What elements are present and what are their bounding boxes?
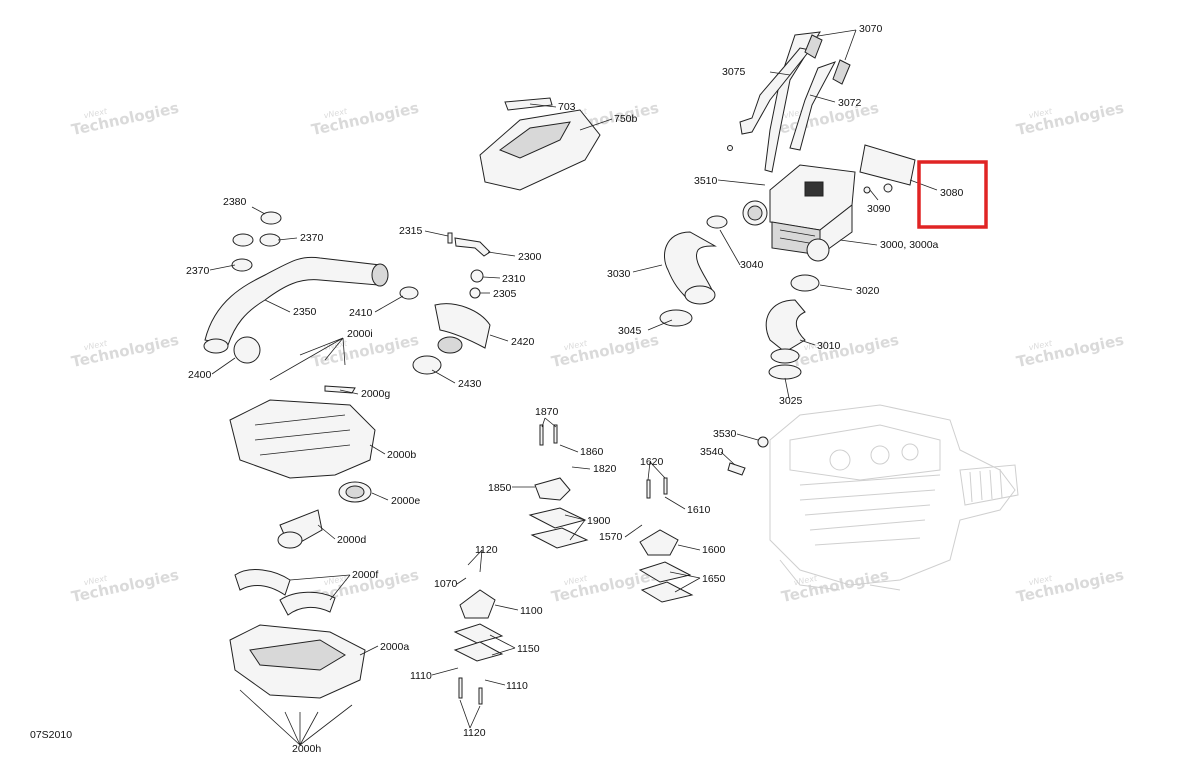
label-3540[interactable]: 3540: [700, 446, 724, 458]
label-1820[interactable]: 1820: [593, 463, 617, 475]
diagram-code: 07S2010: [30, 729, 72, 741]
label-2000g[interactable]: 2000g: [361, 388, 390, 400]
label-3020[interactable]: 3020: [856, 285, 880, 297]
label-703[interactable]: 703: [558, 101, 576, 113]
intake-duct-left: [203, 211, 389, 364]
label-2310[interactable]: 2310: [502, 273, 526, 285]
label-2000i[interactable]: 2000i: [347, 328, 373, 340]
label-1110-left[interactable]: 1110: [410, 670, 432, 682]
label-1070[interactable]: 1070: [434, 578, 458, 590]
label-2370-left[interactable]: 2370: [186, 265, 210, 277]
label-2000b[interactable]: 2000b: [387, 449, 416, 461]
leader-lines: [209, 29, 938, 746]
watermark-line2: Technologies: [1015, 331, 1126, 371]
label-3040[interactable]: 3040: [740, 259, 764, 271]
label-1110-right[interactable]: 1110: [506, 680, 528, 692]
label-1120-bottom[interactable]: 1120: [463, 727, 486, 739]
label-2000e[interactable]: 2000e: [391, 495, 420, 507]
watermark-line2: Technologies: [310, 99, 421, 139]
label-3080[interactable]: 3080: [940, 187, 964, 199]
label-2410[interactable]: 2410: [349, 307, 373, 319]
label-2350[interactable]: 2350: [293, 306, 317, 318]
label-1860[interactable]: 1860: [580, 446, 604, 458]
label-3030[interactable]: 3030: [607, 268, 631, 280]
label-1600[interactable]: 1600: [702, 544, 726, 556]
watermark-line2: Technologies: [1015, 566, 1126, 606]
label-2305[interactable]: 2305: [493, 288, 517, 300]
label-3072[interactable]: 3072: [838, 97, 862, 109]
label-3510[interactable]: 3510: [694, 175, 718, 187]
label-1900[interactable]: 1900: [587, 515, 611, 527]
part-labels: 3070 3075 3072 3080 3090 3510 3000, 3000…: [30, 23, 964, 755]
watermark-line2: Technologies: [790, 331, 901, 371]
label-3090[interactable]: 3090: [867, 203, 891, 215]
label-3070[interactable]: 3070: [859, 23, 883, 35]
watermark-line2: Technologies: [70, 331, 181, 371]
watermark-line2: Technologies: [550, 331, 661, 371]
label-1100[interactable]: 1100: [520, 605, 543, 617]
watermark-line2: Technologies: [70, 99, 181, 139]
mid-intake-parts: [399, 232, 491, 375]
label-1650[interactable]: 1650: [702, 573, 726, 585]
label-1570[interactable]: 1570: [599, 531, 623, 543]
duct-hoses-right: [659, 215, 820, 380]
label-2420[interactable]: 2420: [511, 336, 535, 348]
label-1870[interactable]: 1870: [535, 406, 559, 418]
label-3025[interactable]: 3025: [779, 395, 803, 407]
label-1150[interactable]: 1150: [517, 643, 540, 655]
intercooler-assembly: [727, 31, 916, 262]
label-1120-top[interactable]: 1120: [475, 544, 498, 556]
label-2000d[interactable]: 2000d: [337, 534, 366, 546]
label-1620[interactable]: 1620: [640, 456, 664, 468]
label-3045[interactable]: 3045: [618, 325, 642, 337]
label-2300[interactable]: 2300: [518, 251, 542, 263]
engine-cover-top: [479, 97, 601, 191]
airbox-parts: [229, 385, 376, 699]
watermark-line2: Technologies: [770, 99, 881, 139]
label-1850[interactable]: 1850: [488, 482, 512, 494]
label-2370-top[interactable]: 2370: [300, 232, 324, 244]
watermark-line2: Technologies: [1015, 99, 1126, 139]
watermark-line2: Technologies: [70, 566, 181, 606]
label-2000a[interactable]: 2000a: [380, 641, 409, 653]
highlight-box-3080: [917, 160, 988, 229]
engine-block: [769, 404, 1019, 591]
label-2000f[interactable]: 2000f: [352, 569, 378, 581]
label-2400[interactable]: 2400: [188, 369, 212, 381]
engine-mounts: [453, 424, 769, 705]
label-750b[interactable]: 750b: [614, 113, 638, 125]
label-2315[interactable]: 2315: [399, 225, 423, 237]
label-2000h[interactable]: 2000h: [292, 743, 321, 755]
label-3000[interactable]: 3000, 3000a: [880, 239, 939, 251]
label-2380[interactable]: 2380: [223, 196, 247, 208]
label-3010[interactable]: 3010: [817, 340, 841, 352]
label-3530[interactable]: 3530: [713, 428, 737, 440]
label-3075[interactable]: 3075: [722, 66, 746, 78]
label-2430[interactable]: 2430: [458, 378, 482, 390]
label-1610[interactable]: 1610: [687, 504, 711, 516]
